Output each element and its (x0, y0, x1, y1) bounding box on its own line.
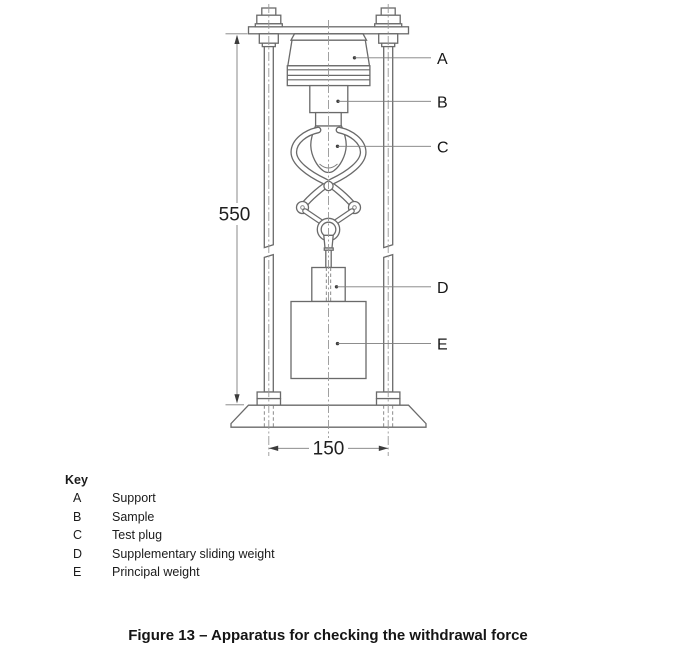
key-letter: C (73, 528, 83, 543)
key-description: Support (112, 491, 156, 506)
key-letter: A (73, 491, 82, 506)
key-block: Key A Support B Sample C Test plug D Sup… (65, 473, 275, 579)
part-label-c: C (437, 139, 449, 156)
figure-caption: Figure 13 – Apparatus for checking the w… (128, 627, 528, 644)
key-row: B Sample (65, 510, 275, 524)
key-row: A Support (65, 491, 275, 505)
key-description: Principal weight (112, 564, 200, 579)
part-label-a: A (437, 51, 448, 68)
dimension-150-label: 150 (313, 439, 345, 460)
key-description: Supplementary sliding weight (112, 546, 275, 561)
key-row: D Supplementary sliding weight (65, 547, 275, 561)
key-description: Sample (112, 509, 155, 524)
part-label-b: B (437, 94, 448, 111)
key-title: Key (65, 473, 88, 487)
centerlines (268, 4, 389, 456)
key-row: C Test plug (65, 528, 275, 542)
key-letter: E (73, 564, 82, 579)
part-leaders: A B C D E (334, 51, 449, 354)
key-letter: B (73, 509, 82, 524)
key-row: E Principal weight (65, 565, 275, 579)
key-description: Test plug (112, 528, 163, 543)
part-label-e: E (437, 337, 448, 354)
dimension-550-label: 550 (219, 205, 251, 226)
key-letter: D (73, 546, 83, 561)
dimension-550: 550 (219, 33, 251, 406)
dimension-150: 150 (268, 439, 389, 460)
apparatus-diagram: 550 150 A B C D E (219, 4, 449, 460)
part-label-d: D (437, 280, 449, 297)
